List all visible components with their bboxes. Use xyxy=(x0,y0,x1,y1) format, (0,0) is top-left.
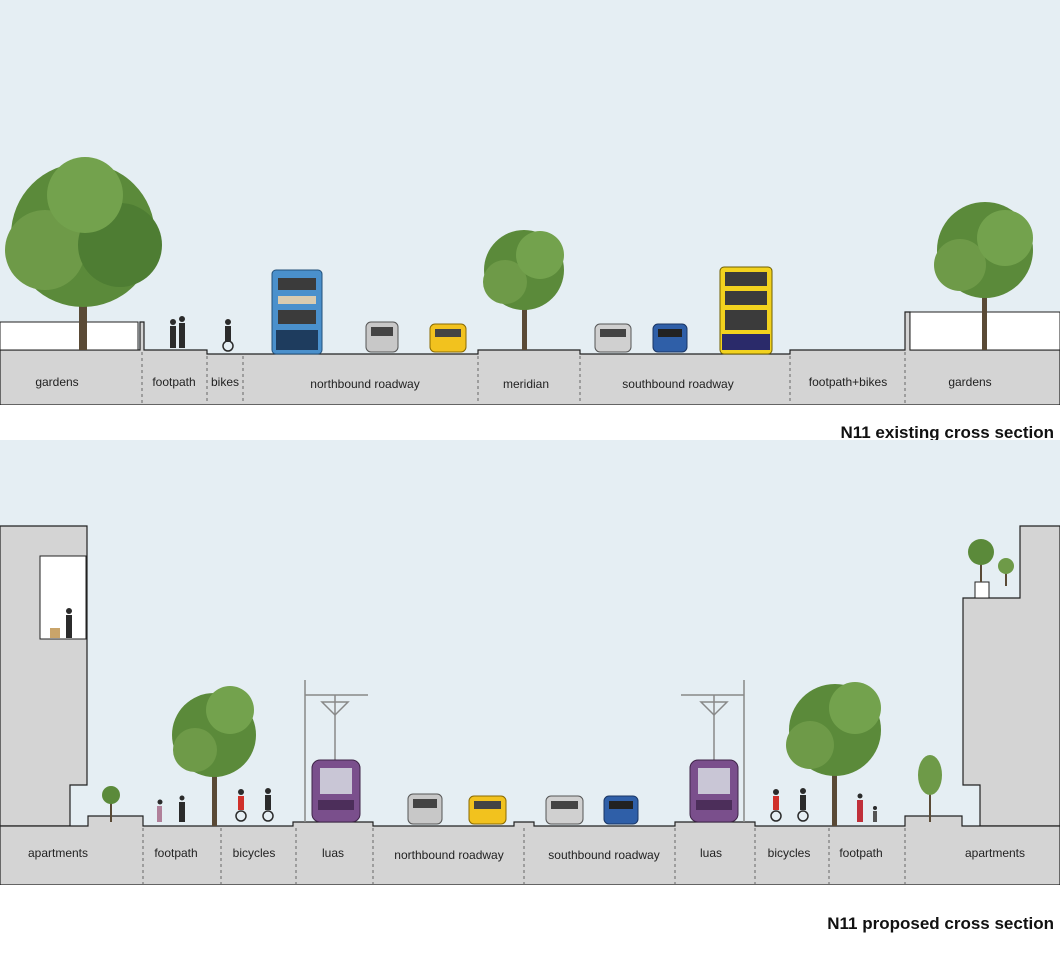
segment-label: bikes xyxy=(210,375,240,389)
tree-icon xyxy=(786,682,881,826)
plant-icon xyxy=(968,539,1014,586)
double-decker-bus-icon xyxy=(719,266,773,355)
car-icon xyxy=(594,323,632,353)
segment-label: apartments xyxy=(964,846,1026,860)
double-decker-bus-icon xyxy=(271,269,323,355)
left-garden-wall xyxy=(0,321,139,351)
cyclist-icon xyxy=(235,789,247,822)
pedestrian-icon xyxy=(170,316,185,348)
existing-ground-profile xyxy=(0,311,1060,405)
segment-label: bicycles xyxy=(232,846,276,860)
pedestrian-icon xyxy=(66,608,72,638)
segment-label: southbound roadway xyxy=(622,377,734,391)
segment-label: gardens xyxy=(35,375,79,389)
segment-label: luas xyxy=(321,846,345,860)
existing-cross-section: gardens footpath bikes northbound roadwa… xyxy=(0,0,1060,405)
car-icon xyxy=(429,323,467,353)
tree-icon xyxy=(483,230,564,350)
tree-icon xyxy=(934,202,1033,350)
car-icon xyxy=(603,795,639,825)
car-icon xyxy=(407,793,443,825)
cyclist-icon xyxy=(262,788,274,822)
pedestrian-icon xyxy=(857,793,877,822)
existing-section-caption: N11 existing cross section xyxy=(840,423,1054,442)
cyclist-icon xyxy=(797,788,809,822)
proposed-section-caption: N11 proposed cross section xyxy=(827,914,1054,933)
car-icon xyxy=(468,795,507,825)
proposed-ground-profile xyxy=(0,815,1060,885)
plant-icon xyxy=(918,755,942,822)
chair-icon xyxy=(50,628,60,638)
pedestrian-icon xyxy=(157,795,185,822)
plant-icon xyxy=(102,786,120,822)
overhead-catenary-pole-icon xyxy=(304,680,368,822)
planter-box xyxy=(974,581,990,599)
tree-icon xyxy=(172,686,256,826)
segment-label: meridian xyxy=(502,377,550,391)
tram-icon xyxy=(311,759,361,823)
cyclist-icon xyxy=(222,319,234,352)
right-apartment-building xyxy=(962,525,1060,827)
segment-label: footpath xyxy=(154,846,198,860)
left-balcony xyxy=(39,555,87,640)
segment-label: apartments xyxy=(27,846,89,860)
segment-label: footpath xyxy=(152,375,196,389)
existing-segment-dividers xyxy=(141,352,906,405)
segment-label: bicycles xyxy=(767,846,811,860)
segment-label: luas xyxy=(699,846,723,860)
tree-icon xyxy=(5,157,162,350)
car-icon xyxy=(545,795,584,825)
car-icon xyxy=(365,321,399,353)
proposed-section-drawing xyxy=(0,525,1060,885)
overhead-catenary-pole-icon xyxy=(681,680,745,822)
proposed-cross-section: apartments footpath bicycles luas northb… xyxy=(0,440,1060,885)
segment-label: footpath xyxy=(839,846,883,860)
tram-icon xyxy=(689,759,739,823)
car-icon xyxy=(652,323,688,353)
existing-section-drawing xyxy=(0,157,1060,405)
segment-label: gardens xyxy=(948,375,992,389)
segment-label: northbound roadway xyxy=(310,377,420,391)
segment-label: footpath+bikes xyxy=(808,375,888,389)
segment-label: northbound roadway xyxy=(394,848,504,862)
cyclist-icon xyxy=(770,789,782,822)
segment-label: southbound roadway xyxy=(548,848,660,862)
